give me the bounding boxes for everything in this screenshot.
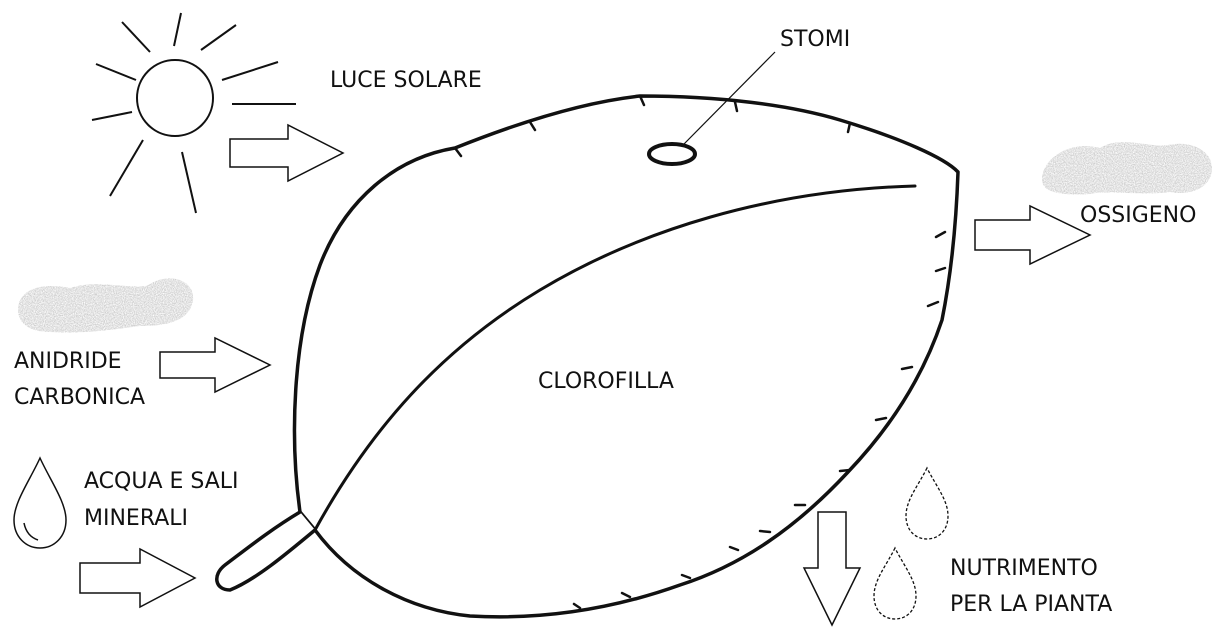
stomi-label: STOMI bbox=[780, 27, 850, 52]
sun-icon bbox=[92, 13, 296, 213]
acqua-label-line2: MINERALI bbox=[84, 506, 188, 531]
leaf-icon bbox=[217, 96, 958, 617]
clorofilla-label: CLOROFILLA bbox=[538, 369, 674, 394]
arrow-right-icon bbox=[975, 206, 1090, 264]
arrow-right-icon bbox=[80, 549, 195, 607]
luce-solare-label: LUCE SOLARE bbox=[330, 68, 482, 93]
water-drop-icon bbox=[874, 548, 916, 619]
nutrimento-label-line2: PER LA PIANTA bbox=[950, 592, 1112, 617]
nutrimento-label-line1: NUTRIMENTO bbox=[950, 556, 1098, 581]
arrow-right-icon bbox=[160, 338, 270, 392]
gas-cloud-icon bbox=[18, 278, 193, 332]
gas-cloud-icon bbox=[1042, 142, 1212, 194]
arrow-right-icon bbox=[230, 125, 343, 181]
acqua-label-line1: ACQUA E SALI bbox=[84, 469, 239, 494]
anidride-label-line2: CARBONICA bbox=[14, 385, 145, 410]
anidride-label-line1: ANIDRIDE bbox=[14, 349, 122, 374]
ossigeno-label: OSSIGENO bbox=[1080, 203, 1196, 228]
stoma-icon bbox=[649, 144, 695, 164]
water-drop-icon bbox=[906, 468, 948, 539]
arrow-down-icon bbox=[804, 512, 860, 625]
water-drop-icon bbox=[14, 458, 66, 548]
